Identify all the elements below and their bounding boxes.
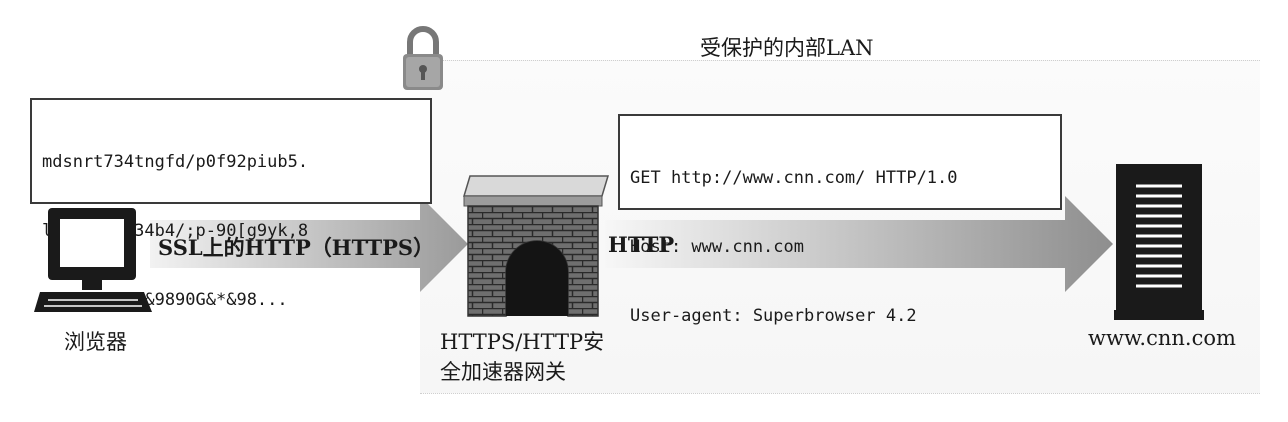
- server-label: www.cnn.com: [1088, 326, 1236, 350]
- http-request-box: GET http://www.cnn.com/ HTTP/1.0 Host: w…: [618, 114, 1062, 326]
- http-arrow: [605, 196, 1113, 292]
- ciphertext-line: mdsnrt734tngfd/p0f92piub5.: [42, 152, 309, 172]
- gateway-label-line2: 全加速器网关: [440, 360, 566, 384]
- https-arrow-label: SSL上的HTTP（HTTPS）: [158, 235, 435, 260]
- server-tower-icon: [1114, 164, 1204, 320]
- browser-label: 浏览器: [64, 330, 127, 354]
- http-request-line: GET http://www.cnn.com/ HTTP/1.0: [630, 168, 958, 188]
- browser-computer-icon: [34, 208, 152, 312]
- http-request-line: User-agent: Superbrowser 4.2: [630, 306, 917, 326]
- padlock-icon: [403, 26, 443, 90]
- gateway-label-line1: HTTPS/HTTP安: [440, 330, 605, 354]
- http-arrow-label: HTTP: [608, 232, 675, 257]
- http-request-line: Host: www.cnn.com: [630, 237, 804, 257]
- lan-title: 受保护的内部LAN: [700, 36, 874, 60]
- https-arrow: [150, 196, 468, 292]
- ciphertext-box: mdsnrt734tngfd/p0f92piub5. lod9fuo8w34b4…: [30, 98, 432, 310]
- gateway-brick-arch-icon: [462, 175, 610, 317]
